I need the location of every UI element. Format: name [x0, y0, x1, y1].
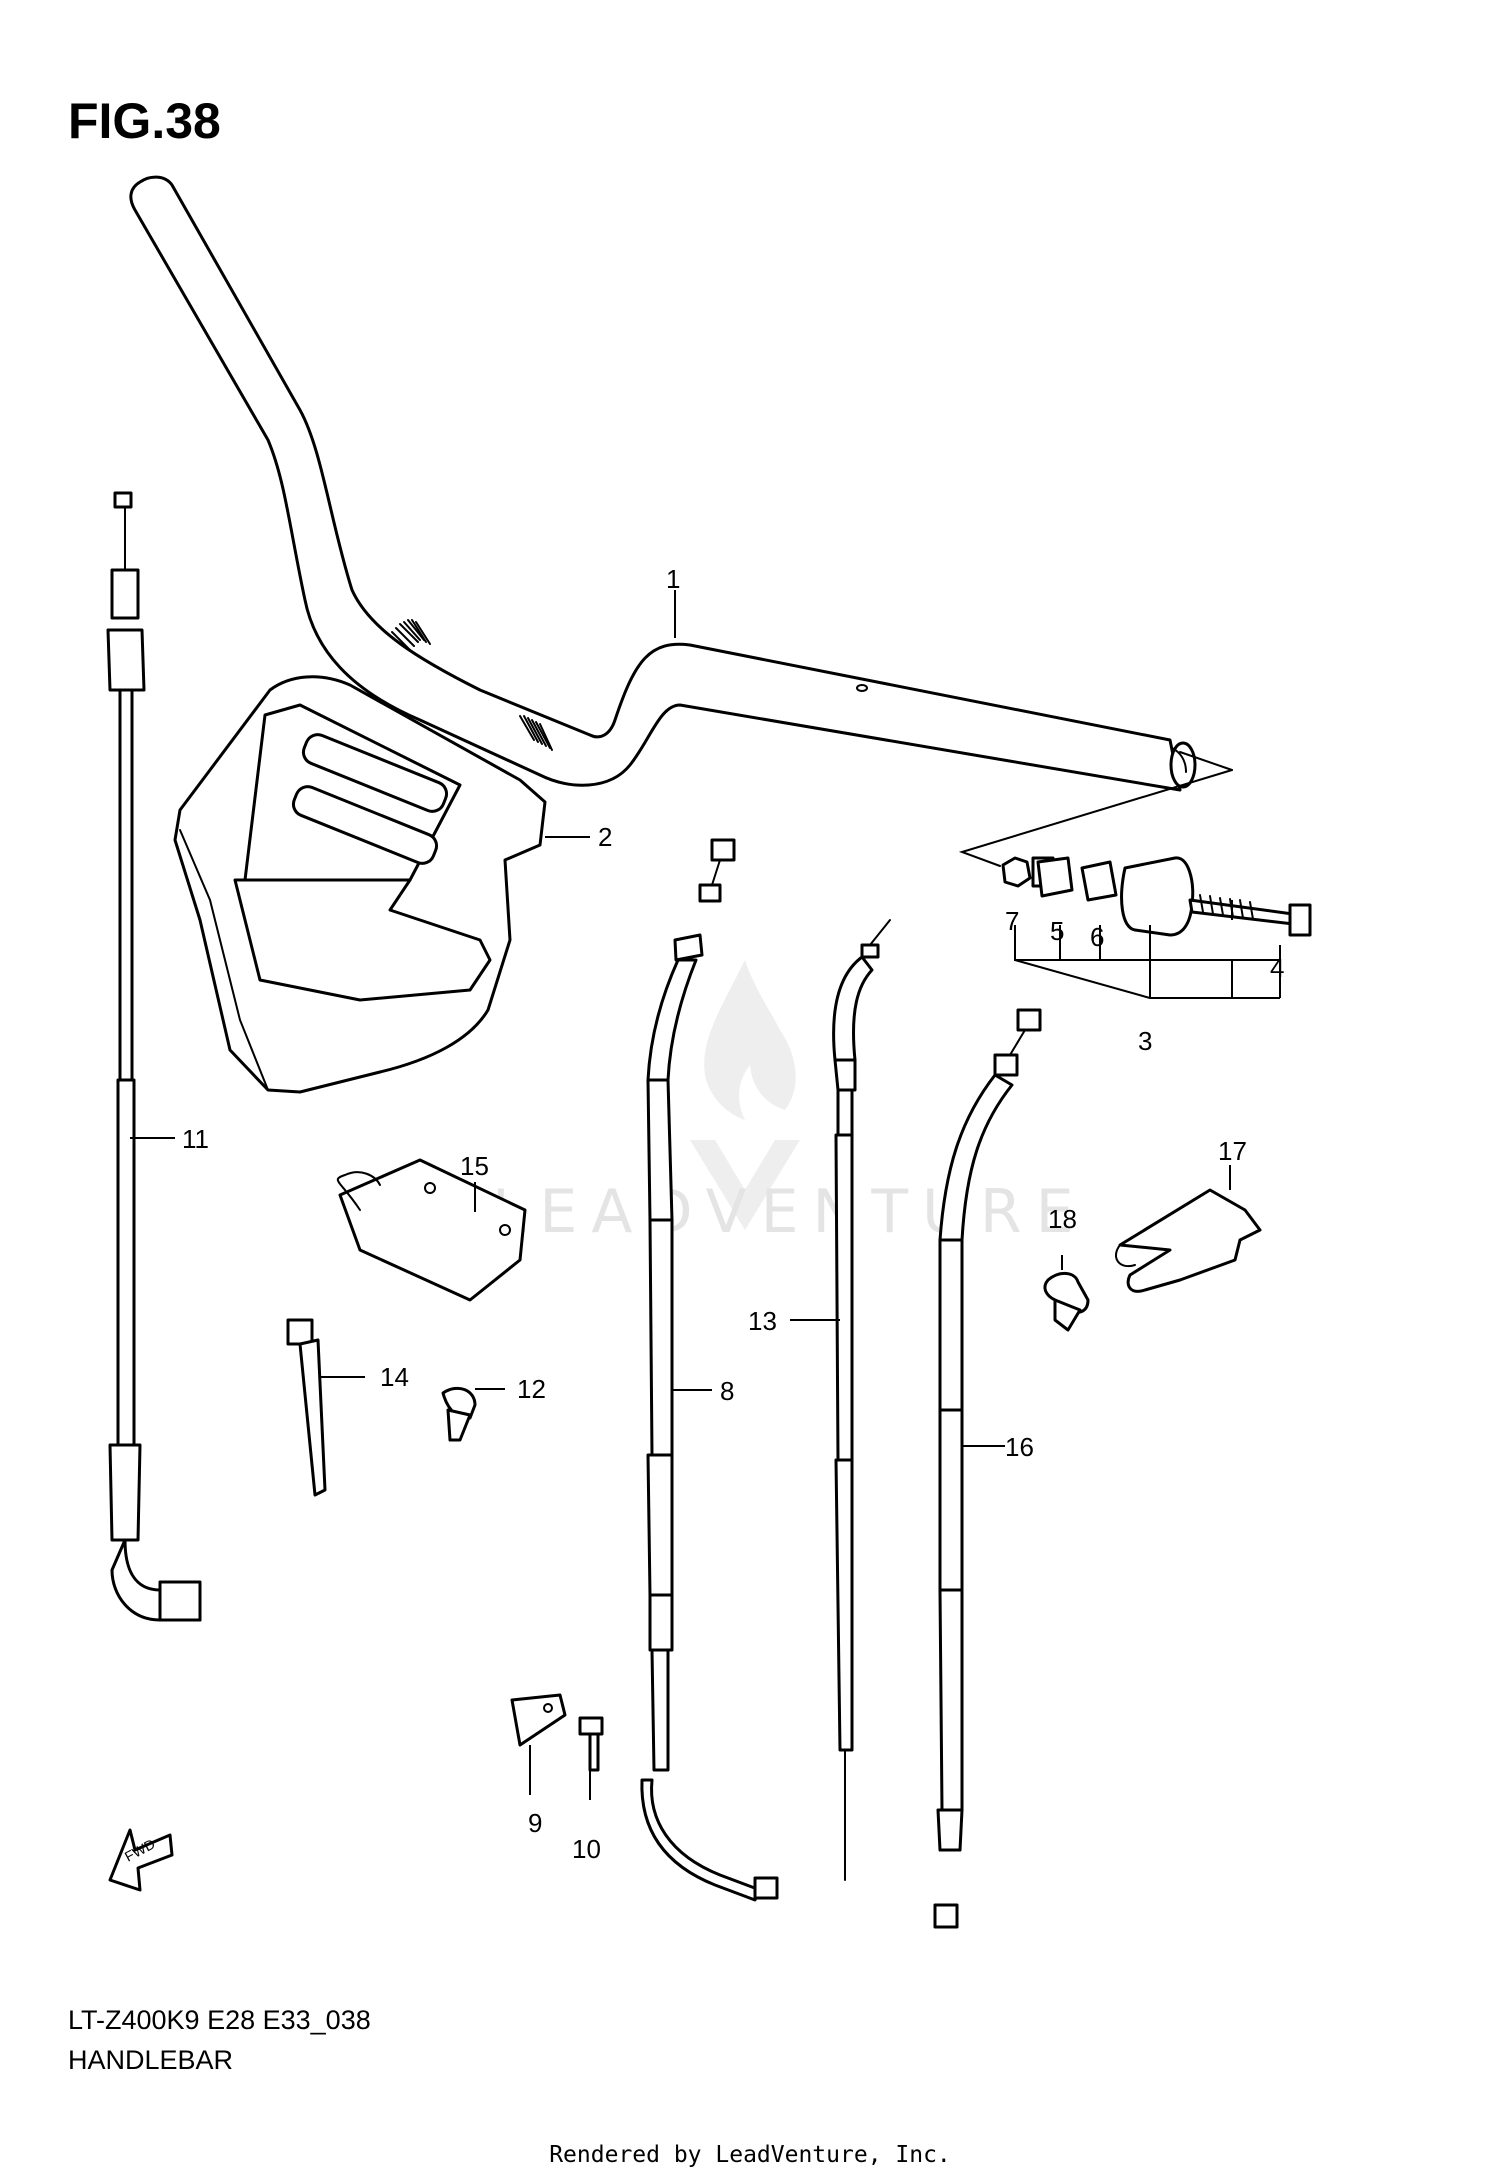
part-16-cable	[933, 1008, 1042, 1929]
part-2-handlebar-cover	[173, 675, 547, 1094]
callout-5: 5	[1050, 916, 1064, 946]
part-14-cable-tie	[286, 1318, 327, 1497]
part-10-bolt	[578, 1716, 604, 1772]
part-3-7-bar-end-assembly	[958, 751, 1312, 999]
callout-9: 9	[528, 1808, 542, 1838]
callout-11: 11	[182, 1124, 209, 1154]
part-8-cable	[640, 838, 779, 1902]
callout-1: 1	[666, 564, 680, 594]
part-12-clip	[441, 1386, 477, 1442]
figure-title: FIG.38	[68, 93, 221, 149]
model-code: LT-Z400K9 E28 E33_038	[68, 2005, 371, 2035]
part-13-cable	[832, 919, 891, 1881]
callout-6: 6	[1090, 922, 1104, 952]
part-18-clamp	[1043, 1272, 1090, 1332]
render-credit: Rendered by LeadVenture, Inc.	[549, 2142, 951, 2168]
callout-8: 8	[720, 1376, 734, 1406]
callout-3: 3	[1138, 1026, 1152, 1056]
callout-7: 7	[1005, 906, 1019, 936]
watermark-text: LEADVENTURE	[492, 1177, 1088, 1247]
callout-10: 10	[572, 1834, 601, 1864]
part-17-bracket	[1115, 1188, 1262, 1293]
fwd-arrow-icon: FWD	[108, 1828, 174, 1892]
section-name: HANDLEBAR	[68, 2045, 234, 2075]
callout-4: 4	[1270, 953, 1284, 983]
leadventure-watermark: LEADVENTURE	[492, 960, 1088, 1247]
callout-15: 15	[460, 1151, 489, 1181]
callout-16: 16	[1005, 1432, 1034, 1462]
part-11-cable	[106, 491, 202, 1622]
leader-lines	[130, 590, 1233, 1800]
part-9-bracket	[510, 1693, 567, 1747]
part-1-handlebar	[129, 175, 1197, 792]
callout-14: 14	[380, 1362, 409, 1392]
callout-17: 17	[1218, 1136, 1247, 1166]
callout-numbers: 1 2 3 4 5 6 7 8 9 10 11 12 13 14 15 16 1…	[182, 564, 1284, 1864]
callout-2: 2	[598, 822, 612, 852]
callout-13: 13	[748, 1306, 777, 1336]
callout-12: 12	[517, 1374, 546, 1404]
part-15-bracket	[336, 1158, 527, 1302]
callout-18: 18	[1048, 1204, 1077, 1234]
